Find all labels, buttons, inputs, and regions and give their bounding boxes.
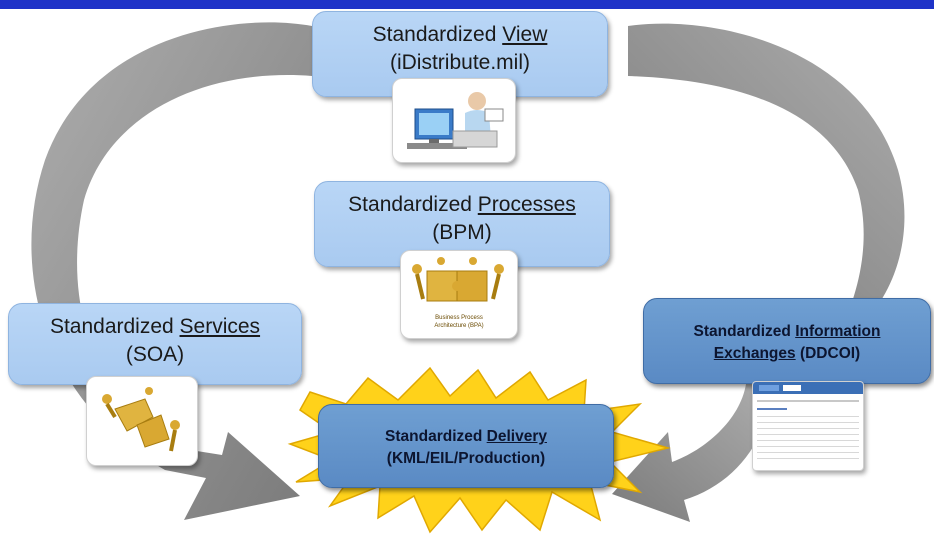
view-image [392,78,516,163]
services-box: Standardized Services (SOA) [8,303,302,385]
computer-user-icon [407,92,504,149]
view-subtitle: (iDistribute.mil) [389,51,530,74]
delivery-title: Standardized Delivery [385,428,547,445]
web-page-icon [753,382,863,459]
bpa-caption-line2: Architecture (BPA) [434,323,483,329]
processes-title: Standardized Processes [348,193,576,216]
processes-subtitle: (BPM) [432,221,492,244]
information-box: Standardized Information Exchanges (DDCO… [643,298,931,384]
information-image [752,381,864,471]
information-subtitle: Exchanges (DDCOI) [713,345,861,362]
services-title: Standardized Services [49,315,261,338]
top-bar [0,0,934,9]
delivery-subtitle: (KML/EIL/Production) [386,450,546,467]
view-title: Standardized View [372,23,548,46]
delivery-box: Standardized Delivery (KML/EIL/Productio… [318,404,614,488]
puzzle-figures-icon: Business Process Architecture (BPA) [412,257,504,329]
services-image [86,376,198,466]
bpa-caption-line1: Business Process [435,315,483,321]
view-box: Standardized View (iDistribute.mil) [312,11,608,97]
right-lower-arrow [612,384,774,522]
puzzle-figures-icon [102,387,180,452]
processes-image: Business Process Architecture (BPA) [400,250,518,339]
services-subtitle: (SOA) [125,343,185,366]
right-cycle-arrow [628,23,905,302]
information-title: Standardized Information [693,323,881,340]
